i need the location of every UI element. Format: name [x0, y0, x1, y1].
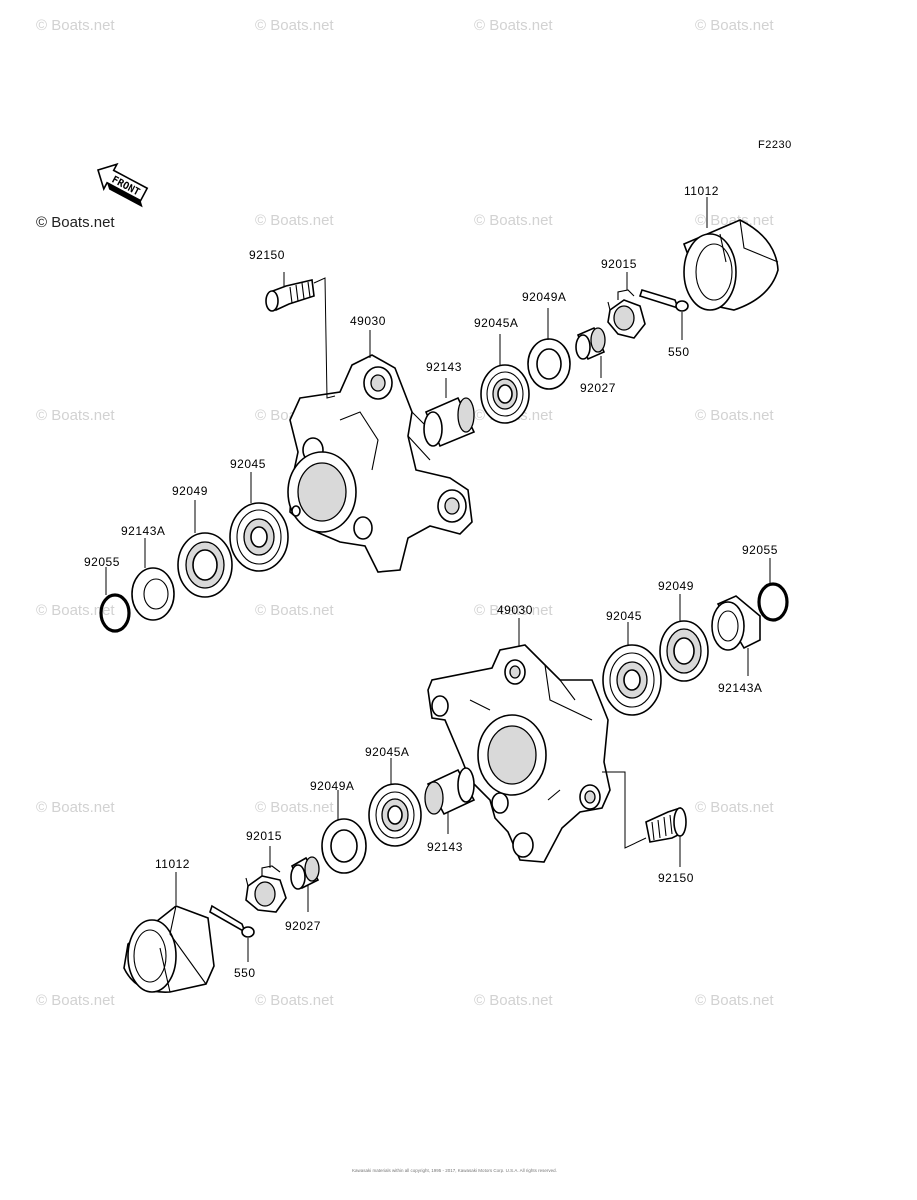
hub-49030-upper: 49030	[287, 314, 473, 573]
watermark: © Boats.net	[36, 602, 115, 619]
lower-assembly: 92055 92143A 92049 92045	[123, 543, 789, 993]
part-label-550: 550	[234, 966, 256, 980]
part-label-92045: 92045	[230, 457, 266, 471]
watermark: © Boats.net	[255, 17, 334, 34]
part-label-92015: 92015	[246, 829, 282, 843]
part-label-92027: 92027	[580, 381, 616, 395]
part-label-550: 550	[668, 345, 690, 359]
part-label-92045: 92045	[606, 609, 642, 623]
part-label-11012: 11012	[684, 184, 719, 198]
cotter-pin-550-lower: 550	[209, 904, 256, 980]
watermark: © Boats.net	[255, 799, 334, 816]
part-label-92049A: 92049A	[522, 290, 566, 304]
watermark: © Boats.net	[36, 17, 115, 34]
watermark: © Boats.net	[474, 212, 553, 229]
o-ring-92055-upper: 92055	[84, 555, 131, 633]
collar-92143a-lower: 92143A	[711, 595, 762, 695]
castle-nut-92015-lower: 92015	[245, 829, 287, 913]
part-label-92049: 92049	[658, 579, 694, 593]
bolt-92150-upper: 92150	[249, 248, 336, 399]
watermark: © Boats.net	[695, 799, 774, 816]
part-label-92143A: 92143A	[718, 681, 762, 695]
part-label-92045A: 92045A	[365, 745, 409, 759]
seal-92049-upper: 92049	[172, 484, 233, 598]
bearing-92045-lower: 92045	[602, 609, 662, 716]
watermark: © Boats.net	[255, 212, 334, 229]
cap-11012-lower: 11012	[123, 857, 215, 993]
bearing-92045a-upper: 92045A	[474, 316, 530, 424]
part-label-92143: 92143	[427, 840, 463, 854]
part-label-92049: 92049	[172, 484, 208, 498]
part-label-92150: 92150	[658, 871, 694, 885]
watermark-dark: © Boats.net	[36, 214, 115, 231]
figure-code: F2230	[758, 139, 792, 151]
seal-92049a-lower: 92049A	[310, 779, 367, 874]
bearing-92045-upper: 92045	[229, 457, 289, 572]
watermark: © Boats.net	[695, 992, 774, 1009]
watermark: © Boats.net	[36, 407, 115, 424]
spacer-92143-lower: 92143	[424, 767, 476, 854]
hub-49030-lower: 49030	[427, 603, 611, 863]
part-label-49030: 49030	[350, 314, 386, 328]
watermark: © Boats.net	[695, 212, 774, 229]
castle-nut-92015-upper: 92015	[601, 257, 646, 339]
part-label-92027: 92027	[285, 919, 321, 933]
part-label-11012: 11012	[155, 857, 190, 871]
watermark: © Boats.net	[695, 17, 774, 34]
watermark: © Boats.net	[255, 992, 334, 1009]
watermark: © Boats.net	[474, 992, 553, 1009]
leader-line	[313, 277, 336, 399]
part-label-92055: 92055	[84, 555, 120, 569]
part-label-92143A: 92143A	[121, 524, 165, 538]
leader-line	[602, 771, 647, 849]
seal-92049a-upper: 92049A	[522, 290, 571, 390]
bearing-92045a-lower: 92045A	[365, 745, 422, 847]
watermark: © Boats.net	[474, 602, 553, 619]
watermark: © Boats.net	[36, 799, 115, 816]
part-label-92045A: 92045A	[474, 316, 518, 330]
upper-assembly: 49030 92150 92143 92045A	[84, 184, 779, 633]
part-label-92150: 92150	[249, 248, 285, 262]
part-label-92143: 92143	[426, 360, 462, 374]
watermark: © Boats.net	[474, 17, 553, 34]
watermark: © Boats.net	[695, 407, 774, 424]
cotter-pin-550-upper: 550	[638, 289, 690, 359]
part-label-49030: 49030	[497, 603, 533, 617]
front-arrow-icon: FRONT	[97, 162, 149, 208]
washer-92027-lower: 92027	[285, 856, 321, 933]
collar-92143a-upper: 92143A	[121, 524, 175, 621]
seal-92049-lower: 92049	[658, 579, 709, 682]
watermark: © Boats.net	[255, 602, 334, 619]
watermark: © Boats.net	[36, 992, 115, 1009]
bolt-92150-lower: 92150	[602, 771, 694, 885]
o-ring-92055-lower: 92055	[742, 543, 789, 622]
copyright-notice: Kawasaki materials within all copyright,…	[352, 1168, 557, 1173]
cap-11012-upper: 11012	[682, 184, 779, 311]
part-label-92015: 92015	[601, 257, 637, 271]
part-label-92049A: 92049A	[310, 779, 354, 793]
part-label-92055: 92055	[742, 543, 778, 557]
washer-92027-upper: 92027	[575, 326, 616, 395]
spacer-92143-upper: 92143	[423, 360, 476, 448]
